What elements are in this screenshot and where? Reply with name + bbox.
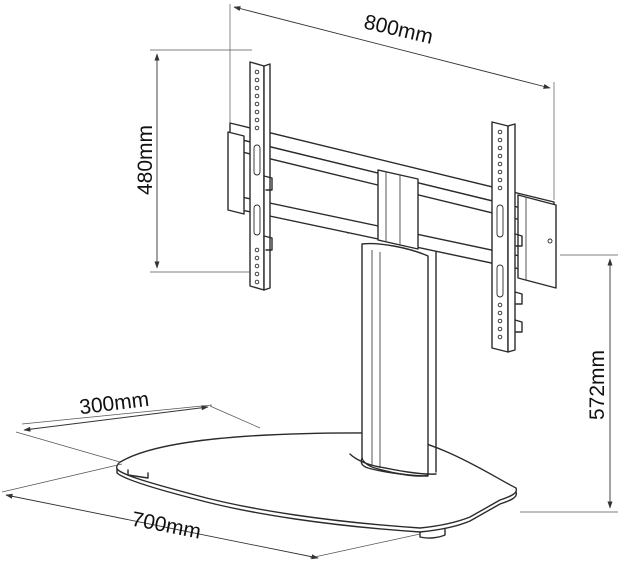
base-foot-left	[127, 469, 149, 479]
left-vertical-arm	[249, 61, 273, 291]
right-vertical-arm	[491, 121, 523, 353]
dimension-height-plate: 480mm	[134, 49, 252, 273]
label-700mm: 700mm	[130, 508, 203, 544]
label-300mm: 300mm	[78, 388, 150, 419]
dimension-height-total: 572mm	[520, 254, 618, 513]
dimension-base-depth: 300mm	[15, 388, 261, 463]
base-foot-right	[419, 528, 446, 539]
horizontal-rail	[227, 122, 557, 289]
label-480mm: 480mm	[134, 125, 157, 195]
label-572mm: 572mm	[586, 350, 609, 420]
